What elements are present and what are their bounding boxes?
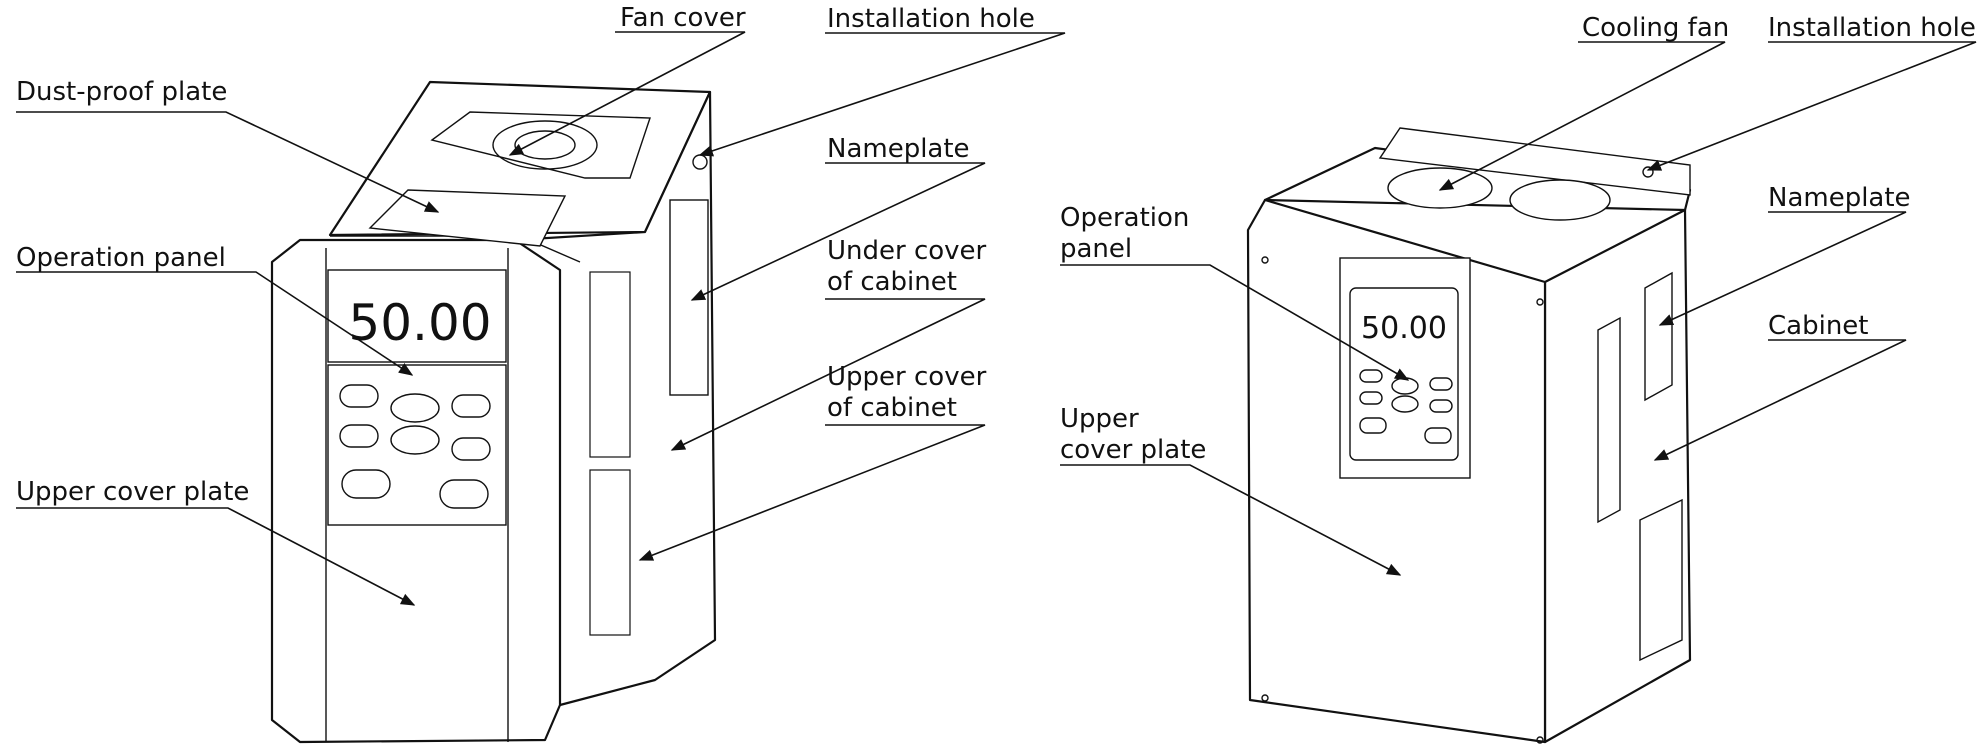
label-fan-cover: Fan cover <box>620 3 746 33</box>
left-display-value: 50.00 <box>348 294 491 352</box>
right-side-vent-upper <box>1597 316 1621 524</box>
leader-fan-cover <box>508 31 746 156</box>
leader-cooling-fan <box>1438 41 1726 191</box>
leader-right-upper-cover-plate <box>1060 464 1402 576</box>
label-left-installation-hole: Installation hole <box>827 4 1035 34</box>
label-right-upper-cover-plate-line2: cover plate <box>1060 435 1206 465</box>
label-upper-cover-cabinet-line1: Upper cover <box>827 362 987 392</box>
left-dust-proof-plate <box>368 189 567 247</box>
leader-cabinet <box>1653 339 1907 461</box>
left-keypad-area <box>327 364 507 526</box>
left-fan-blade-ring <box>492 120 598 170</box>
label-under-cover-line2: of cabinet <box>827 267 957 297</box>
leader-upper-cover-cabinet <box>638 424 986 561</box>
leader-under-cover <box>670 298 986 451</box>
label-left-nameplate: Nameplate <box>827 134 970 164</box>
leader-dust-proof-plate <box>16 111 440 213</box>
leader-right-installation-hole <box>1646 41 1977 171</box>
label-right-operation-panel-line2: panel <box>1060 234 1132 264</box>
leader-left-installation-hole <box>698 32 1066 157</box>
label-right-operation-panel-line1: Operation <box>1060 203 1189 233</box>
left-display-window <box>327 269 507 363</box>
left-side-vents <box>589 271 631 636</box>
label-left-operation-panel: Operation panel <box>16 243 226 273</box>
leader-left-upper-cover-plate <box>16 507 416 606</box>
label-right-upper-cover-plate-line1: Upper <box>1060 404 1139 434</box>
right-mounting-bracket <box>1378 127 1691 196</box>
right-display-value: 50.00 <box>1361 311 1447 346</box>
right-side-vent-lower <box>1639 498 1683 662</box>
left-installation-hole <box>692 154 708 170</box>
label-upper-cover-cabinet-line2: of cabinet <box>827 393 957 423</box>
right-nameplate <box>1644 271 1673 402</box>
left-inverter-drawing: 50.00 <box>270 80 717 744</box>
leader-left-operation-panel <box>16 271 414 376</box>
right-cooling-fan-1 <box>1387 167 1493 209</box>
label-cooling-fan: Cooling fan <box>1582 13 1729 43</box>
label-cabinet: Cabinet <box>1768 311 1868 341</box>
right-leaders <box>1060 41 1977 576</box>
label-under-cover-line1: Under cover <box>827 236 987 266</box>
label-right-nameplate: Nameplate <box>1768 183 1911 213</box>
right-inverter-drawing: 50.00 <box>1246 127 1692 744</box>
label-dust-proof-plate: Dust-proof plate <box>16 77 227 107</box>
leader-right-nameplate <box>1658 211 1907 326</box>
leader-right-operation-panel <box>1060 264 1410 381</box>
left-leaders <box>16 31 1066 606</box>
left-nameplate <box>669 199 709 396</box>
right-cooling-fan-2 <box>1509 179 1611 221</box>
label-right-installation-hole: Installation hole <box>1768 13 1976 43</box>
left-fan-cover <box>430 111 651 179</box>
leader-left-nameplate <box>690 162 986 301</box>
label-left-upper-cover-plate: Upper cover plate <box>16 477 249 507</box>
left-keypad-buttons <box>339 384 491 509</box>
